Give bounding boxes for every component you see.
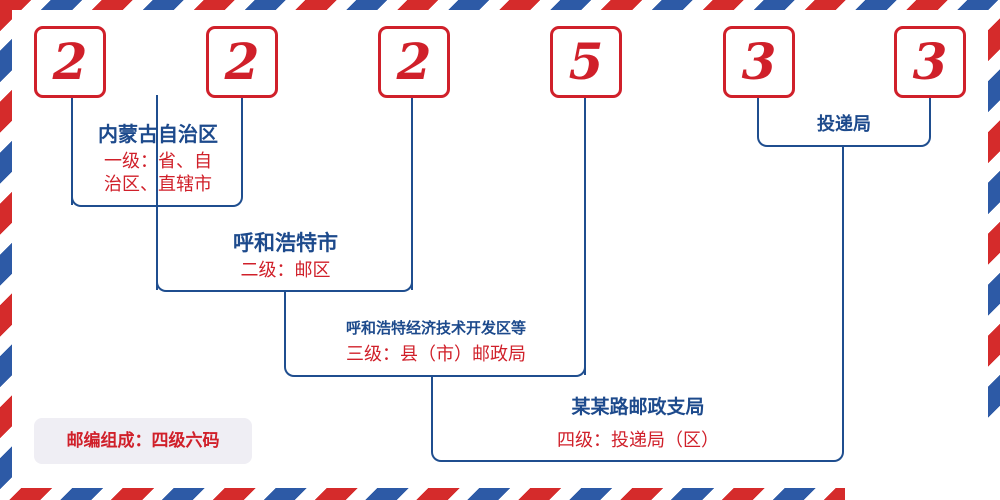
level2-desc: 二级：邮区 — [240, 260, 331, 281]
level4-desc: 四级：投递局（区） — [557, 430, 719, 451]
level4-name: 某某路邮政支局 — [571, 396, 705, 418]
postal-digit-5: 3 — [723, 26, 795, 98]
delivery-bracket — [757, 95, 931, 147]
connector-digit-2 — [156, 95, 158, 290]
connector-digit-4 — [584, 95, 586, 375]
connector-digit-3 — [411, 95, 413, 290]
postal-digit-6: 3 — [894, 26, 966, 98]
postal-digit-4: 5 — [550, 26, 622, 98]
level4-bracket — [431, 375, 844, 462]
postal-digit-1: 2 — [34, 26, 106, 98]
level3-name: 呼和浩特经济技术开发区等 — [345, 319, 526, 337]
postal-digit-2: 2 — [206, 26, 278, 98]
level2-name: 呼和浩特市 — [233, 231, 338, 255]
level3-desc: 三级：县（市）邮政局 — [346, 344, 526, 365]
delivery-to-level4-line — [842, 147, 844, 377]
level1-desc-line1: 一级：省、自 — [104, 151, 212, 172]
level1-desc-line2: 治区、直辖市 — [104, 174, 212, 195]
delivery-name: 投递局 — [817, 114, 871, 135]
envelope-body — [12, 10, 988, 488]
level1-name: 内蒙古自治区 — [98, 122, 218, 146]
border-gap — [845, 420, 1000, 500]
legend-label: 邮编组成：四级六码 — [34, 418, 252, 464]
postal-digit-3: 2 — [378, 26, 450, 98]
